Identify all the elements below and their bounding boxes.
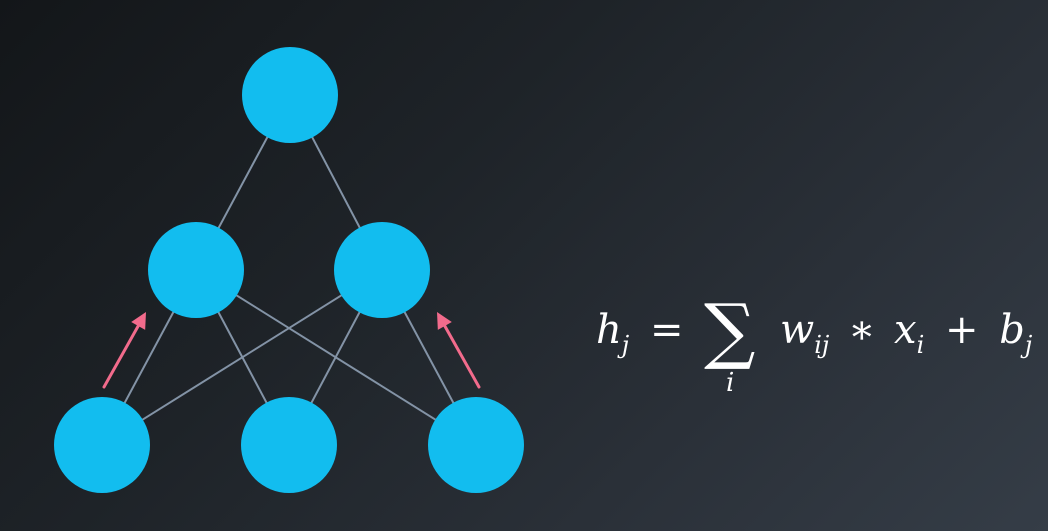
hidden-node-1 xyxy=(148,222,244,318)
arrow-left-icon xyxy=(102,312,146,389)
edge-input-3-to-hidden-1 xyxy=(195,269,477,446)
hidden-node-2 xyxy=(334,222,430,318)
hidden-unit-formula: hj = ∑ i wij ∗ xi + bj xyxy=(596,294,1036,408)
formula-h-subscript: j xyxy=(621,331,630,359)
formula-w: w xyxy=(780,307,815,353)
input-node-2 xyxy=(241,397,337,493)
formula-rhs: wij ∗ xi + bj xyxy=(780,307,1033,359)
network-nodes xyxy=(54,47,524,493)
output-node-1 xyxy=(242,47,338,143)
arrow-right-icon xyxy=(437,312,481,389)
formula-w-subscript: ij xyxy=(814,331,830,359)
formula-plus: + xyxy=(944,307,979,353)
summation-index: i xyxy=(726,368,735,398)
input-node-3 xyxy=(428,397,524,493)
formula-times: ∗ xyxy=(848,307,876,353)
formula-x-subscript: i xyxy=(916,331,925,359)
formula-h: h xyxy=(596,307,622,353)
signal-arrows xyxy=(102,312,481,389)
input-node-1 xyxy=(54,397,150,493)
formula-b-subscript: j xyxy=(1024,331,1033,359)
formula-b: b xyxy=(999,307,1025,353)
formula-equals: = xyxy=(649,307,684,353)
formula-lhs: hj = xyxy=(596,307,684,359)
summation-symbol: ∑ xyxy=(704,288,756,372)
formula-x: x xyxy=(894,307,917,353)
